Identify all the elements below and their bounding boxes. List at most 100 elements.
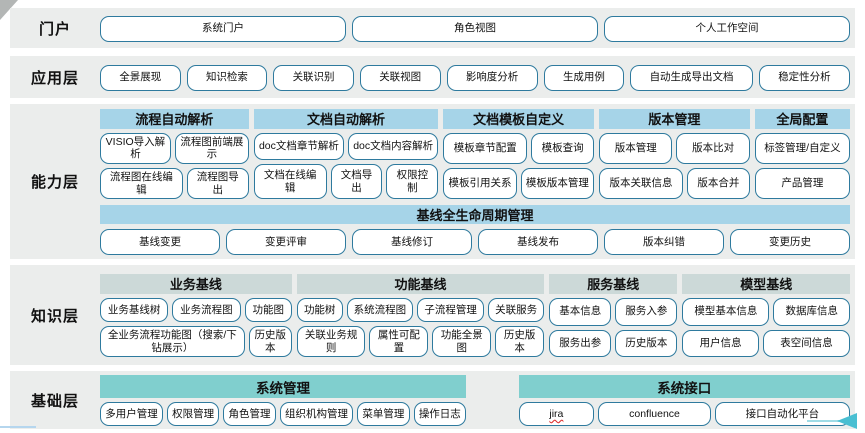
baseline-box: 版本纠错 — [604, 229, 724, 256]
capability-layer-band: 能力层 流程自动解析 VISIO导入解析流程图前端展示 流程图在线编辑流程图导出… — [10, 104, 855, 259]
baseline-box: 变更评审 — [226, 229, 346, 256]
foundation-box: 操作日志 — [413, 402, 467, 426]
capability-box: 模板引用关系 — [443, 168, 517, 200]
capability-layer-content: 流程自动解析 VISIO导入解析流程图前端展示 流程图在线编辑流程图导出 文档自… — [100, 104, 855, 259]
capability-box: 版本比对 — [676, 132, 750, 164]
knowledge-box: 关联服务 — [487, 297, 545, 322]
portal-layer-band: 门户 系统门户角色视图个人工作空间 — [10, 8, 855, 48]
knowledge-box: 业务流程图 — [172, 297, 241, 322]
knowledge-box: 表空间信息 — [762, 329, 850, 358]
knowledge-box: 关联业务规则 — [296, 325, 366, 358]
portal-box: 系统门户 — [100, 15, 346, 42]
knowledge-box: 系统流程图 — [346, 297, 414, 322]
foundation-box: 组织机构管理 — [279, 402, 354, 426]
group-system-management: 系统管理 多用户管理权限管理角色管理组织机构管理菜单管理操作日志 — [100, 375, 467, 426]
portal-box-row: 系统门户角色视图个人工作空间 — [100, 15, 850, 42]
group-title: 流程自动解析 — [100, 108, 249, 129]
application-box: 全景展现 — [100, 64, 181, 91]
capability-box: 文档导出 — [330, 164, 383, 200]
capability-box: 标签管理/自定义 — [754, 132, 851, 164]
capability-layer-label: 能力层 — [30, 174, 79, 191]
foundation-groups: 系统管理 多用户管理权限管理角色管理组织机构管理菜单管理操作日志 系统接口 ji… — [100, 375, 851, 426]
knowledge-box: 历史版本 — [615, 329, 678, 358]
group-title: 模型基线 — [682, 273, 850, 294]
group-title: 系统管理 — [100, 375, 466, 398]
group-title: 功能基线 — [296, 273, 545, 294]
foundation-layer-content: 系统管理 多用户管理权限管理角色管理组织机构管理菜单管理操作日志 系统接口 ji… — [100, 371, 855, 429]
group-title: 业务基线 — [100, 273, 292, 294]
application-box: 关联视图 — [359, 64, 441, 91]
knowledge-box: 服务入参 — [615, 297, 678, 326]
knowledge-box: 用户信息 — [682, 329, 759, 358]
knowledge-box: 功能图 — [244, 297, 292, 322]
baseline-box: 变更历史 — [730, 229, 850, 256]
knowledge-box: 模型基本信息 — [682, 297, 770, 326]
capability-box: doc文档内容解析 — [348, 132, 439, 161]
application-layer-band: 应用层 全景展现知识检索关联识别关联视图影响度分析生成用例自动生成导出文档稳定性… — [10, 56, 855, 98]
capability-box: doc文档章节解析 — [253, 132, 345, 161]
group-model-baseline: 模型基线 模型基本信息数据库信息 用户信息表空间信息 — [682, 273, 850, 358]
capability-box: 产品管理 — [754, 168, 851, 200]
group-process-auto-parse: 流程自动解析 VISIO导入解析流程图前端展示 流程图在线编辑流程图导出 — [100, 108, 249, 200]
capability-groups: 流程自动解析 VISIO导入解析流程图前端展示 流程图在线编辑流程图导出 文档自… — [100, 108, 851, 200]
capability-box: VISIO导入解析 — [100, 132, 171, 164]
baseline-box: 基线修订 — [352, 229, 472, 256]
knowledge-box: 数据库信息 — [773, 297, 850, 326]
portal-layer-content: 系统门户角色视图个人工作空间 — [100, 8, 855, 48]
application-box: 知识检索 — [186, 64, 268, 91]
foundation-layer-label: 基础层 — [30, 392, 79, 410]
capability-box: 版本关联信息 — [599, 168, 683, 200]
capability-box: 流程图前端展示 — [174, 132, 249, 164]
capability-box: 权限控制 — [386, 164, 439, 200]
knowledge-layer-label: 知识层 — [30, 307, 79, 325]
group-function-baseline: 功能基线 功能树系统流程图子流程管理关联服务 关联业务规则属性可配置功能全景图历… — [296, 273, 545, 358]
knowledge-layer-content: 业务基线 业务基线树业务流程图功能图 全业务流程功能图（搜索/下钻展示）历史版本… — [100, 265, 855, 365]
application-layer-label: 应用层 — [30, 69, 79, 87]
baseline-box: 基线变更 — [100, 229, 220, 256]
group-title: 全局配置 — [754, 108, 851, 129]
capability-box: 模板版本管理 — [520, 168, 595, 200]
knowledge-box: 历史版本 — [248, 325, 292, 358]
knowledge-box: 功能树 — [296, 297, 343, 322]
bottom-edge-line-decoration — [0, 426, 36, 428]
knowledge-box: 服务出参 — [549, 329, 612, 358]
group-title: 文档自动解析 — [253, 108, 439, 129]
application-box: 自动生成导出文档 — [630, 64, 753, 91]
foundation-box: 多用户管理 — [100, 402, 163, 426]
capability-box: 流程图导出 — [186, 168, 249, 200]
application-box: 稳定性分析 — [758, 64, 850, 91]
portal-box: 个人工作空间 — [604, 15, 850, 42]
capability-box: 版本管理 — [599, 132, 673, 164]
foundation-box: 角色管理 — [223, 402, 276, 426]
foundation-box: confluence — [598, 402, 711, 426]
knowledge-box: 属性可配置 — [369, 325, 429, 358]
knowledge-groups: 业务基线 业务基线树业务流程图功能图 全业务流程功能图（搜索/下钻展示）历史版本… — [100, 273, 850, 358]
group-service-baseline: 服务基线 基本信息服务入参 服务出参历史版本 — [549, 273, 678, 358]
capability-box: 模板章节配置 — [443, 132, 528, 164]
capability-box: 模板查询 — [531, 132, 595, 164]
application-box: 生成用例 — [543, 64, 625, 91]
knowledge-box: 子流程管理 — [417, 297, 484, 322]
portal-layer-label: 门户 — [38, 20, 71, 38]
foundation-box: 菜单管理 — [357, 402, 410, 426]
knowledge-box: 历史版本 — [495, 325, 545, 358]
foundation-layer-band: 基础层 系统管理 多用户管理权限管理角色管理组织机构管理菜单管理操作日志 系统接… — [10, 371, 855, 429]
foundation-box: 权限管理 — [166, 402, 220, 426]
baseline-box: 基线发布 — [478, 229, 598, 256]
knowledge-box: 功能全景图 — [432, 325, 492, 358]
application-layer-content: 全景展现知识检索关联识别关联视图影响度分析生成用例自动生成导出文档稳定性分析 — [100, 56, 855, 98]
knowledge-box: 业务基线树 — [100, 297, 169, 322]
capability-box: 流程图在线编辑 — [100, 168, 183, 200]
capability-box: 版本合并 — [686, 168, 750, 200]
baseline-box-row: 基线变更变更评审基线修订基线发布版本纠错变更历史 — [100, 229, 850, 256]
application-box-row: 全景展现知识检索关联识别关联视图影响度分析生成用例自动生成导出文档稳定性分析 — [100, 64, 850, 91]
left-arrow-icon — [805, 413, 865, 429]
knowledge-layer-band: 知识层 业务基线 业务基线树业务流程图功能图 全业务流程功能图（搜索/下钻展示）… — [10, 265, 855, 365]
group-business-baseline: 业务基线 业务基线树业务流程图功能图 全业务流程功能图（搜索/下钻展示）历史版本 — [100, 273, 292, 358]
application-box: 关联识别 — [273, 64, 354, 91]
group-global-config: 全局配置 标签管理/自定义 产品管理 — [754, 108, 851, 200]
portal-box: 角色视图 — [352, 15, 598, 42]
